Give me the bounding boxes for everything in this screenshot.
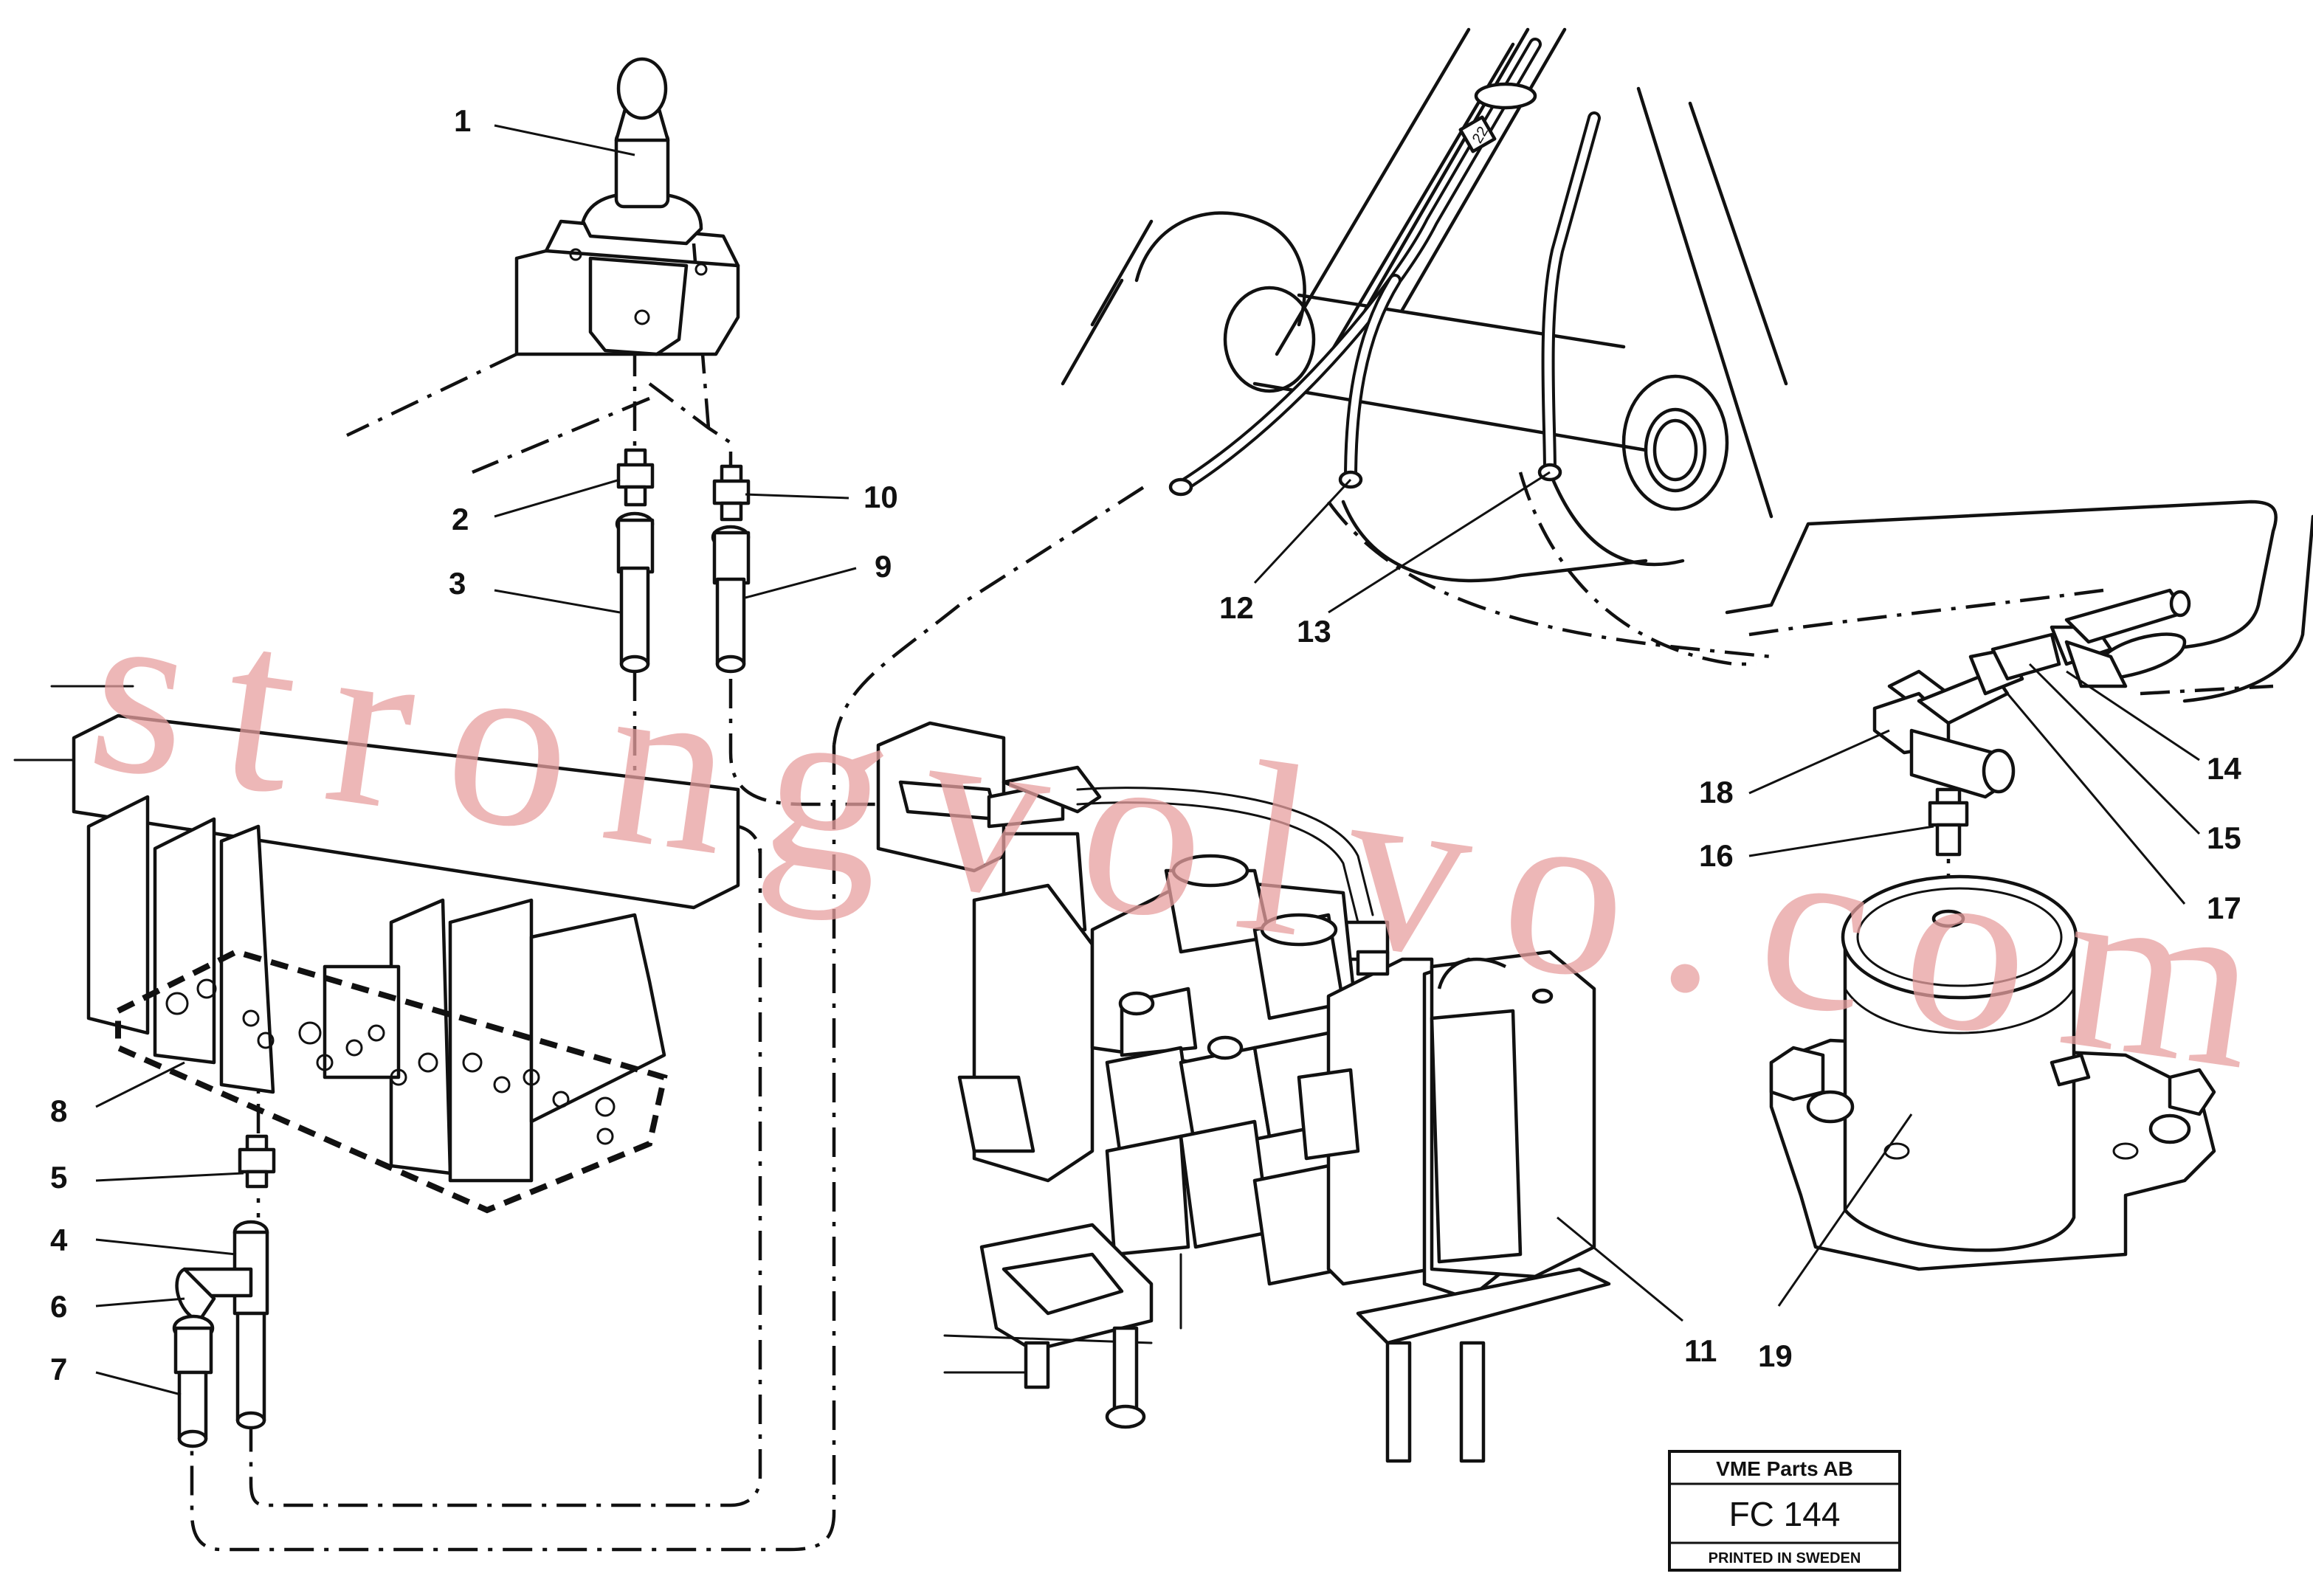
title-company: VME Parts AB bbox=[1716, 1457, 1853, 1480]
title-block: VME Parts AB FC 144 PRINTED IN SWEDEN bbox=[1668, 1450, 1901, 1572]
title-footer: PRINTED IN SWEDEN bbox=[1709, 1550, 1861, 1566]
label-16: 16 bbox=[1699, 838, 1734, 873]
label-13: 13 bbox=[1297, 614, 1331, 649]
leader-lines bbox=[95, 124, 2201, 1396]
label-18: 18 bbox=[1699, 775, 1734, 809]
label-8: 8 bbox=[50, 1094, 67, 1128]
control-lever bbox=[514, 57, 740, 356]
solenoid-valve-assembly bbox=[876, 721, 1611, 1463]
part-labels: 1 2 3 10 9 12 13 14 15 17 18 16 11 19 8 … bbox=[50, 103, 2241, 1386]
label-19: 19 bbox=[1758, 1338, 1793, 1373]
label-14: 14 bbox=[2207, 751, 2241, 786]
title-code: FC 144 bbox=[1729, 1495, 1841, 1533]
label-15: 15 bbox=[2207, 821, 2241, 855]
boom-arm bbox=[1061, 27, 1788, 583]
tee-fitting-group bbox=[1872, 588, 2191, 799]
label-5: 5 bbox=[50, 1160, 67, 1195]
label-11: 11 bbox=[1684, 1333, 1717, 1368]
label-9: 9 bbox=[875, 549, 892, 584]
label-2: 2 bbox=[452, 502, 469, 536]
valve-block-left bbox=[13, 685, 740, 1214]
label-6: 6 bbox=[50, 1289, 67, 1324]
fitting-10-9 bbox=[711, 464, 751, 674]
boom-hoses: 22 bbox=[1168, 38, 2313, 703]
accumulator-tank bbox=[1769, 874, 2216, 1271]
fitting-16 bbox=[1928, 787, 1969, 857]
label-1: 1 bbox=[454, 103, 471, 138]
fitting-5 bbox=[238, 1134, 276, 1189]
hoses-7 bbox=[177, 1311, 266, 1448]
fitting-2-3 bbox=[615, 448, 655, 674]
label-3: 3 bbox=[449, 566, 466, 601]
valve-ports bbox=[165, 978, 616, 1145]
label-12: 12 bbox=[1219, 590, 1254, 625]
label-10: 10 bbox=[864, 480, 898, 514]
label-7: 7 bbox=[50, 1352, 67, 1386]
label-17: 17 bbox=[2207, 891, 2241, 925]
fitting-6-elbow bbox=[172, 1267, 216, 1375]
label-4: 4 bbox=[50, 1223, 68, 1257]
